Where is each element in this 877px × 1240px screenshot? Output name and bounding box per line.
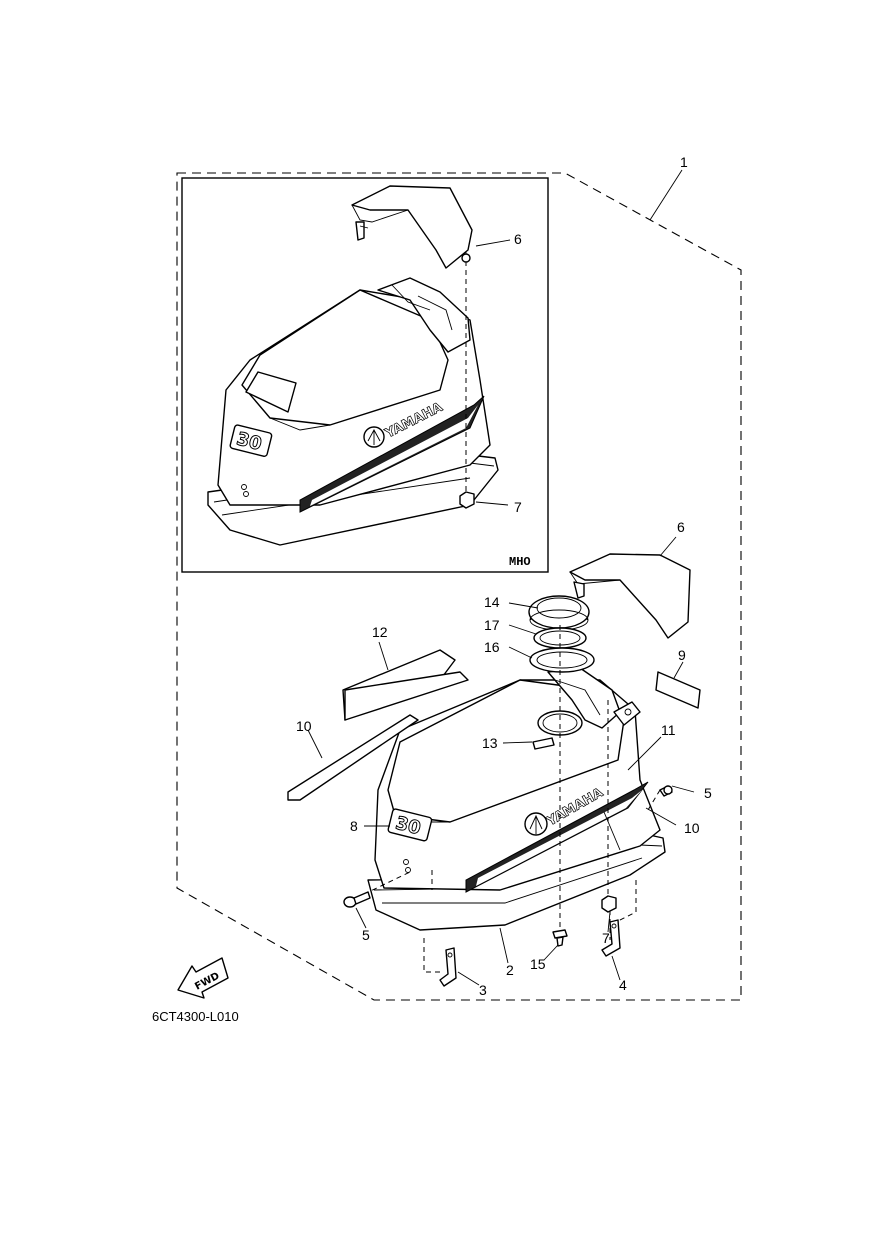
callout-4: 4 [619,977,627,993]
callout-12: 12 [372,624,388,640]
callout-5-left: 5 [362,927,370,943]
caution-label [655,671,701,709]
nut [601,895,617,913]
callout-7-inset: 7 [514,499,522,515]
fwd-arrow-icon: FWD [177,957,229,999]
callout-3: 3 [479,982,487,998]
inset-cowling: YAMAHA 30 [207,252,499,546]
axis-bolt-right [647,789,661,811]
filler-cap [528,595,590,631]
callout-6: 6 [677,519,685,535]
main-top-cowling: YAMAHA 30 [367,667,666,931]
callout-15: 15 [530,956,546,972]
callout-14: 14 [484,594,500,610]
assembly-code: 6CT4300-L010 [152,1009,239,1024]
assembly-boundary [176,172,742,1001]
bracket-3 [439,947,457,987]
screw [552,929,568,947]
callout-7: 7 [602,930,610,946]
bracket-4 [601,919,621,957]
callout-10-right: 10 [684,820,700,836]
stripe-decal-12-body [344,671,469,721]
callout-5-right: 5 [704,785,712,801]
inset-label: MHO [509,555,531,569]
inset-nut [459,491,475,509]
callout-1: 1 [680,154,688,170]
axis-bracket-left [423,938,444,973]
gasket [529,647,595,673]
callout-6-inset: 6 [514,231,522,247]
callout-17: 17 [484,617,500,633]
axis-bracket-right-2 [615,880,637,923]
callout-9: 9 [678,647,686,663]
stripe-decal-10-left [287,714,419,801]
bolt-left [343,891,371,908]
callout-16: 16 [484,639,500,655]
inset-top-cap [351,185,473,269]
top-cap [569,553,691,639]
callout-8: 8 [350,818,358,834]
leader-lines [307,169,695,986]
bolt-right [659,785,673,797]
callout-11: 11 [661,722,676,738]
callout-2: 2 [506,962,514,978]
callout-10-left: 10 [296,718,312,734]
callout-13: 13 [482,735,498,751]
